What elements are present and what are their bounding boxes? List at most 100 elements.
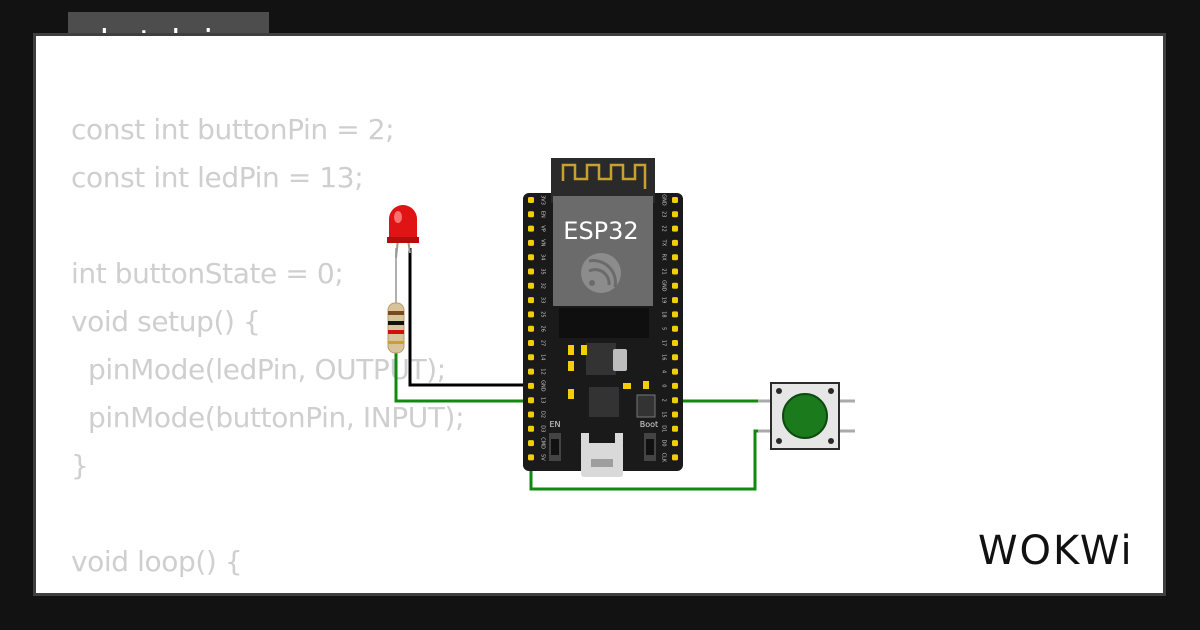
pin-label: 26	[540, 326, 546, 332]
pin-label: 3V3	[540, 195, 546, 205]
circuit-diagram: ESP32	[387, 158, 855, 491]
red-led[interactable]	[387, 205, 419, 259]
esp32-board[interactable]: ESP32	[523, 158, 683, 477]
code-line: pinMode(buttonPin, INPUT);	[71, 401, 465, 434]
pin-label: D2	[540, 411, 546, 418]
code-line: const int buttonPin = 2;	[71, 113, 395, 146]
code-line: }	[71, 449, 89, 482]
code-line: pinMode(ledPin, OUTPUT);	[71, 353, 446, 386]
pin-right-2[interactable]	[672, 225, 678, 232]
pin-label: 5V	[540, 454, 546, 461]
pin-right-4[interactable]	[672, 254, 678, 261]
pin-label: D3	[540, 425, 546, 432]
pin-left-0[interactable]	[528, 197, 534, 203]
pin-label: 14	[540, 354, 546, 360]
pushbutton[interactable]	[758, 382, 855, 450]
pin-label: 15	[661, 411, 667, 417]
wokwi-logo: WOKWi	[978, 528, 1134, 574]
pin-label: 32	[540, 283, 546, 289]
pin-left-9[interactable]	[528, 325, 534, 332]
pin-label: D0	[661, 440, 667, 447]
pin-label: 22	[661, 225, 667, 231]
pin-label: GND	[540, 380, 546, 392]
pin-left-11[interactable]	[528, 354, 534, 361]
diagram-preview-card: const int buttonPin = 2; const int ledPin…	[33, 33, 1166, 596]
pin-right-3[interactable]	[672, 239, 678, 246]
pin-label: 17	[661, 340, 667, 346]
pin-right-16[interactable]	[672, 425, 678, 432]
pin-right-1[interactable]	[672, 211, 678, 218]
pin-label: RX	[661, 254, 667, 261]
boot-label: Boot	[640, 420, 658, 429]
pin-label: CLK	[661, 453, 667, 463]
pin-label: EN	[540, 211, 546, 218]
pin-right-13[interactable]	[672, 382, 678, 389]
espressif-logo-icon	[581, 253, 621, 293]
pin-right-10[interactable]	[672, 340, 678, 346]
pin-label: 35	[540, 268, 546, 274]
pin-label: CMD	[540, 437, 546, 449]
wire-resistor-13	[394, 353, 533, 403]
pin-right-0[interactable]	[672, 197, 678, 203]
pin-left-13[interactable]	[528, 382, 534, 389]
pin-right-12[interactable]	[672, 368, 678, 375]
pin-left-2[interactable]	[528, 225, 534, 232]
pin-label: TX	[661, 239, 667, 247]
pin-right-17[interactable]	[672, 440, 678, 447]
pin-label: 5	[661, 327, 667, 330]
pin-left-10[interactable]	[528, 340, 534, 346]
pin-right-5[interactable]	[672, 268, 678, 275]
pin-label: 16	[661, 354, 667, 360]
pin-left-17[interactable]	[528, 440, 534, 447]
pin-label: 4	[661, 370, 667, 373]
pin-label: 2	[661, 399, 667, 402]
pin-right-9[interactable]	[672, 325, 678, 332]
pin-label: 21	[661, 268, 667, 274]
pin-right-11[interactable]	[672, 354, 678, 361]
pin-label: GND	[661, 194, 667, 206]
pin-left-14[interactable]	[528, 397, 534, 404]
code-line: void setup() {	[71, 305, 261, 338]
resistor[interactable]	[387, 248, 405, 354]
pin-right-6[interactable]	[672, 282, 678, 289]
pin-left-5[interactable]	[528, 268, 534, 275]
code-line: const int ledPin = 13;	[71, 161, 364, 194]
pin-label: 12	[540, 368, 546, 374]
pin-label: 0	[661, 384, 667, 387]
pin-left-3[interactable]	[528, 239, 534, 246]
pin-left-6[interactable]	[528, 282, 534, 289]
pin-label: 27	[540, 340, 546, 346]
pin-label: 34	[540, 254, 546, 260]
pin-label: 19	[661, 297, 667, 303]
pin-left-7[interactable]	[528, 297, 534, 304]
pin-right-15[interactable]	[672, 411, 678, 418]
pin-label: 13	[540, 397, 546, 403]
pin-right-18[interactable]	[672, 454, 678, 461]
code-line: void loop() {	[71, 545, 243, 578]
en-label: EN	[549, 420, 560, 429]
pin-label: 23	[661, 211, 667, 217]
pin-left-4[interactable]	[528, 254, 534, 261]
pin-left-16[interactable]	[528, 425, 534, 432]
pin-left-15[interactable]	[528, 411, 534, 418]
pin-label: 25	[540, 311, 546, 317]
pin-right-14[interactable]	[672, 397, 678, 404]
pin-right-7[interactable]	[672, 297, 678, 304]
pin-right-8[interactable]	[672, 311, 678, 318]
pin-left-1[interactable]	[528, 211, 534, 218]
pin-left-12[interactable]	[528, 368, 534, 375]
chip-label: ESP32	[563, 217, 638, 245]
pin-left-8[interactable]	[528, 311, 534, 318]
button-cap[interactable]	[782, 393, 828, 439]
pin-label: GND	[661, 280, 667, 292]
pin-label: VP	[540, 225, 546, 231]
code-line: int buttonState = 0;	[71, 257, 344, 290]
pin-label: VN	[540, 239, 546, 246]
pin-label: 33	[540, 297, 546, 303]
pin-label: D1	[661, 425, 667, 432]
pin-label: 18	[661, 311, 667, 317]
pin-left-18[interactable]	[528, 454, 534, 461]
code-editor-text: const int buttonPin = 2; const int ledPin…	[71, 106, 604, 593]
